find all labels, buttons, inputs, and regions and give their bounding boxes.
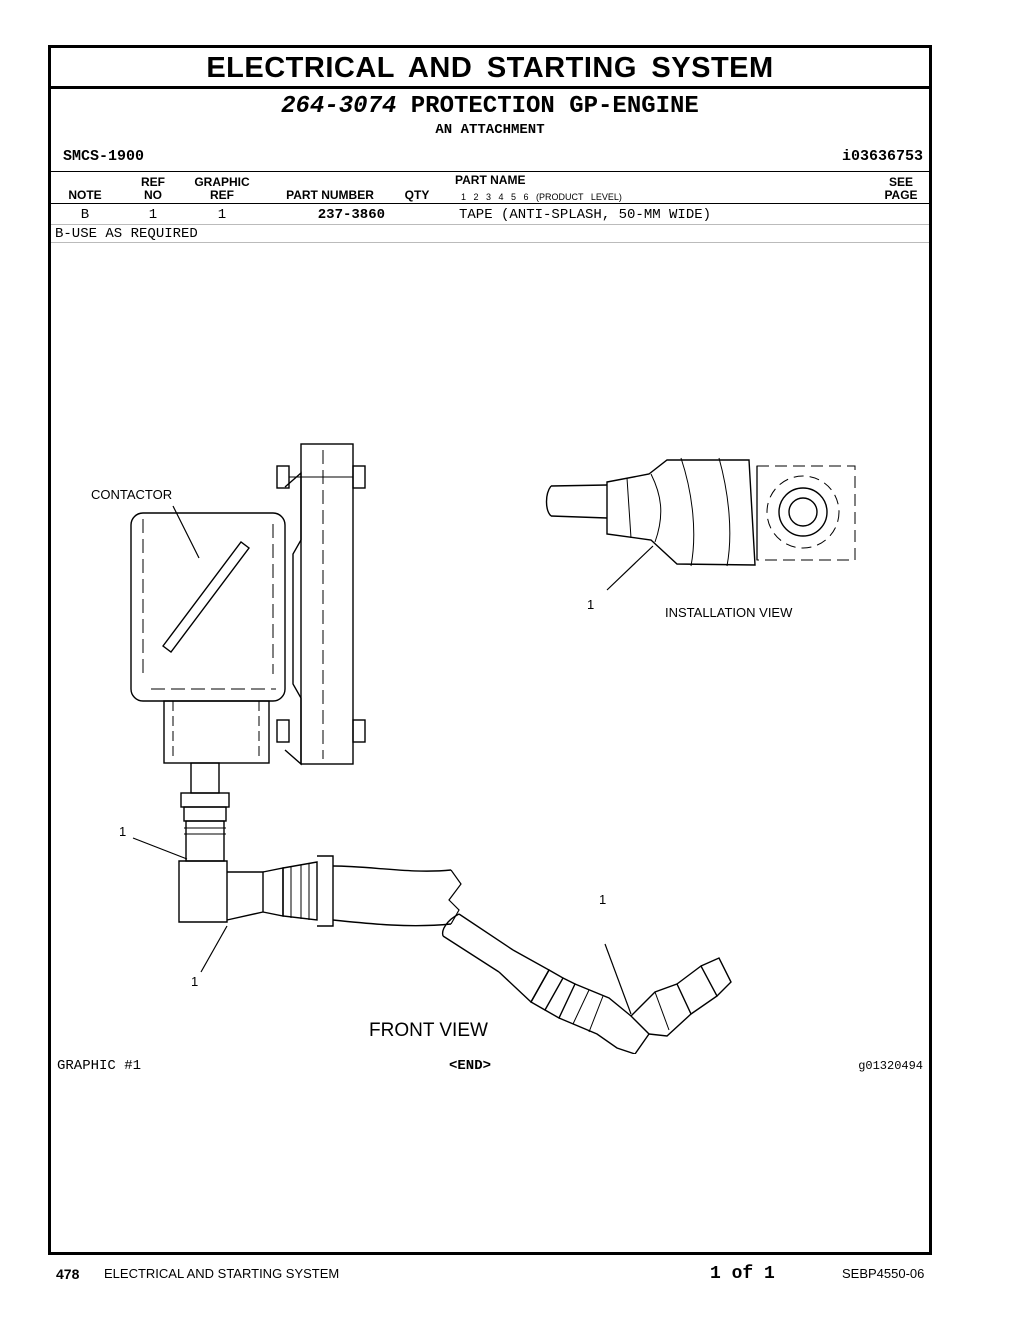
col-ref-no-1: REF: [141, 175, 165, 189]
group-heading: 264-3074 PROTECTION GP-ENGINE: [51, 94, 929, 120]
footer-page-number: 478: [56, 1266, 80, 1282]
callout-1: 1: [587, 597, 594, 612]
installation-view-drawing: [545, 457, 856, 591]
group-number: 264-3074: [281, 93, 397, 120]
col-see-page-2: PAGE: [884, 188, 918, 202]
installation-view-label: INSTALLATION VIEW: [665, 605, 793, 620]
notes-rule: [51, 242, 929, 243]
row-rule: [51, 224, 929, 225]
graphic-label: GRAPHIC #1: [57, 1058, 142, 1074]
group-subtitle: AN ATTACHMENT: [435, 122, 545, 138]
col-graphic-ref-2: REF: [210, 188, 234, 202]
front-view-label: FRONT VIEW: [369, 1020, 488, 1041]
row-part-name: TAPE (ANTI-SPLASH, 50-MM WIDE): [459, 207, 712, 223]
smcs-code: SMCS-1900: [63, 148, 145, 165]
contactor-label: CONTACTOR: [91, 487, 172, 502]
callout-4: 1: [599, 892, 606, 907]
col-qty: QTY: [404, 188, 430, 202]
footer-doc-number: SEBP4550-06: [842, 1266, 925, 1281]
graphic-number: g01320494: [858, 1059, 923, 1073]
col-ref-no-2: NO: [144, 188, 162, 202]
footer-page-of: 1 of 1: [710, 1264, 775, 1284]
header-rule: [51, 203, 929, 204]
col-part-name: PART NAME: [455, 173, 526, 187]
col-note: NOTE: [68, 188, 102, 202]
system-title: ELECTRICAL AND STARTING SYSTEM: [51, 50, 929, 89]
row-note: B: [80, 207, 90, 223]
row-ref-no: 1: [148, 207, 158, 223]
footer-section: ELECTRICAL AND STARTING SYSTEM: [104, 1266, 340, 1281]
row-graphic-ref: 1: [217, 207, 227, 223]
end-marker: <END>: [449, 1058, 492, 1074]
front-view-drawing: [441, 913, 732, 1054]
col-see-page-1: SEE: [888, 175, 913, 189]
group-name: PROTECTION GP-ENGINE: [410, 93, 699, 120]
row-part-number: 237-3860: [317, 207, 385, 223]
col-graphic-ref-1: GRAPHIC: [194, 175, 250, 189]
illustration-id: i03636753: [841, 148, 923, 165]
col-part-number: PART NUMBER: [286, 188, 374, 202]
parts-illustration: CONTACTOR INSTALLATION VIEW FRONT VIEW 1…: [91, 443, 856, 1054]
table-note: B-USE AS REQUIRED: [55, 226, 198, 242]
col-product-levels: 1 2 3 4 5 6 (PRODUCT LEVEL): [461, 192, 622, 202]
contactor-drawing: [130, 443, 462, 973]
callout-3: 1: [191, 974, 198, 989]
table-top-rule: [51, 171, 929, 172]
page-frame: ELECTRICAL AND STARTING SYSTEM 264-3074 …: [48, 45, 932, 1255]
callout-2: 1: [119, 824, 126, 839]
